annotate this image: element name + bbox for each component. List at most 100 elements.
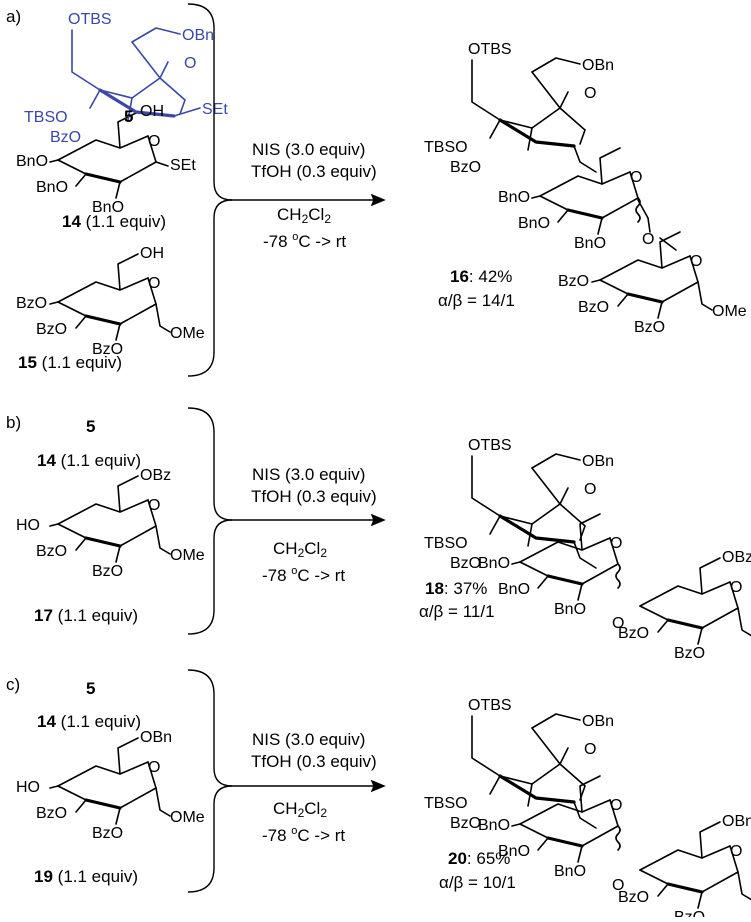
product-20-glc2-o2: BzO — [674, 909, 705, 917]
reactant-14a-front — [84, 172, 122, 184]
panel-c-reactant-14-label: 14 (1.1 equiv) — [37, 712, 141, 731]
product-16-glc2-ring-o: O — [690, 253, 702, 270]
product-16-glc2-o2: BzO — [634, 319, 665, 336]
product-16-gal-c6-chain — [531, 57, 581, 73]
product-16-link3 — [659, 237, 677, 251]
panel-b-temperature: -78 oC -> rt — [262, 565, 346, 585]
product-16-glc2-c2o — [657, 301, 663, 319]
panel-b-solvent: CH2Cl2 — [273, 539, 327, 560]
panel-a-reactant-14-label: 14 (1.1 equiv) — [62, 212, 166, 231]
product-20-gal-ring-bottom — [498, 774, 576, 804]
product-18-gal-c4-chain — [471, 455, 501, 517]
product-20-gal-otbs: OTBS — [468, 697, 512, 714]
product-16-link2 — [637, 199, 651, 233]
product-16-glc-o2: BnO — [574, 235, 606, 252]
panel-b-reactant-14-label: 14 (1.1 equiv) — [37, 451, 141, 470]
product-16-link1 — [573, 145, 597, 173]
product-16-glc2-c1-down-label: OMe — [712, 303, 747, 320]
panel-a-bracket-lower — [187, 199, 233, 377]
panel-b-bracket-lower — [187, 519, 233, 635]
reactant-19-c3o — [75, 799, 87, 813]
reactant-14a-c4o — [49, 159, 59, 163]
donor-5a-obn: OBn — [182, 27, 214, 44]
product-16-gal-c4-chain — [471, 59, 501, 121]
product-20-glc-c6 — [579, 775, 601, 813]
product-18-glc-c4o — [511, 561, 521, 565]
donor-5a-bzo: BzO — [50, 129, 81, 146]
product-16-glc2-c4o — [591, 279, 601, 283]
panel-a-reactant-15-label: 15 (1.1 equiv) — [18, 353, 122, 372]
product-16-glc2-c1-down — [697, 281, 713, 311]
product-18-gal-c3-o — [489, 515, 501, 535]
reactant-19-c2o — [115, 807, 121, 825]
reactant-15a-c6 — [117, 253, 139, 291]
reactant-17-o4: HO — [16, 517, 40, 534]
reactant-17-ring-o: O — [148, 497, 160, 514]
product-20-glc-anomeric-wavy — [615, 825, 621, 851]
product-20-glc2-front — [666, 882, 704, 894]
product-18-gal-otbs: OTBS — [468, 437, 512, 454]
product-20-glc-c3o — [537, 837, 549, 851]
panel-c-reagent-nis: NIS (3.0 equiv) — [252, 730, 366, 749]
product-20-gal-c3-o — [489, 775, 501, 795]
product-16-glc-c2o — [597, 217, 603, 235]
reactant-17-c2o — [115, 545, 121, 563]
reactant-17-c6-label: OBz — [140, 467, 171, 484]
donor-5a-ring-bottom — [98, 88, 176, 118]
product-18-glc-o4: BnO — [478, 555, 510, 572]
reactant-15a-top — [57, 277, 149, 303]
product-18-glc-c6 — [579, 513, 601, 551]
panel-a-selectivity: α/β = 14/1 — [438, 291, 515, 310]
reactant-14a-ring-o: O — [148, 133, 160, 150]
product-18-glc2-c6 — [699, 557, 721, 595]
product-20-glc-o4: BnO — [478, 817, 510, 834]
reactant-14a-c6 — [117, 111, 139, 149]
panel-c-bracket-upper — [187, 669, 233, 787]
product-16-glc2-o4: BzO — [558, 273, 589, 290]
product-18-glc2-ring-o: O — [730, 579, 742, 596]
product-16-glc2-c3o — [617, 293, 629, 307]
donor-5a-ring-right — [159, 77, 186, 115]
reactant-19-o4: HO — [16, 779, 40, 796]
reactant-15a-c2o — [115, 323, 121, 341]
panel-c-solvent: CH2Cl2 — [273, 799, 327, 820]
reactant-15a-ring-o: O — [148, 275, 160, 292]
reactant-14a-c1 — [155, 161, 169, 167]
product-20-gal-c4-chain — [471, 715, 501, 777]
donor-5a-otbs: OTBS — [68, 11, 112, 28]
reactant-14a-o3: BnO — [36, 179, 68, 196]
reactant-19-c6-label: OBn — [140, 729, 172, 746]
product-20-glc2-top — [639, 845, 731, 871]
reactant-14a-c6-label: OH — [140, 103, 164, 120]
product-18-glc-anomeric-wavy — [615, 563, 621, 589]
donor-5a-ring-top — [99, 61, 169, 99]
product-16-gal-otbs: OTBS — [468, 41, 512, 58]
product-18-glc-o2: BnO — [554, 601, 586, 618]
product-20-glc2-c2o — [697, 891, 703, 909]
reactant-19-o3: BzO — [36, 805, 67, 822]
panel-b-arrow-head — [370, 513, 386, 527]
panel-b-reagent-tfoh: TfOH (0.3 equiv) — [251, 487, 377, 506]
reactant-14a-c1-label: SEt — [170, 157, 196, 174]
product-18-glc2-o3: BzO — [618, 625, 649, 642]
reactant-15a-o3: BzO — [36, 321, 67, 338]
panel-a-product-label: 16: 42% — [450, 267, 513, 286]
product-16-gal-ring-top — [499, 91, 569, 129]
panel-b-tag: b) — [6, 413, 22, 432]
reactant-17-o2: BzO — [92, 563, 123, 580]
product-18-glc2-top — [639, 581, 731, 607]
product-18-glc-front — [546, 574, 584, 586]
product-18-glc2-c1-down — [737, 607, 751, 637]
product-16-glc-c6 — [599, 147, 621, 185]
donor-5a-ring-o: O — [184, 55, 196, 72]
donor-5a-c1-s — [173, 107, 201, 117]
bond-layer — [49, 57, 751, 909]
atom-label-layer: OTBSOBnOTBSOBzOSEtOOHBnOBnOBnOSEtOOHBzOB… — [16, 11, 751, 922]
panel-b-reagent-nis: NIS (3.0 equiv) — [252, 465, 366, 484]
product-18-glc2-c6-label: OBz — [722, 549, 751, 566]
product-18-gal-ring-bottom — [498, 514, 576, 544]
reactant-15a-c4o — [49, 301, 59, 305]
product-16-glc-top — [539, 171, 631, 197]
product-20-link1 — [573, 801, 597, 829]
panel-c-product-label: 20: 65% — [448, 849, 511, 868]
